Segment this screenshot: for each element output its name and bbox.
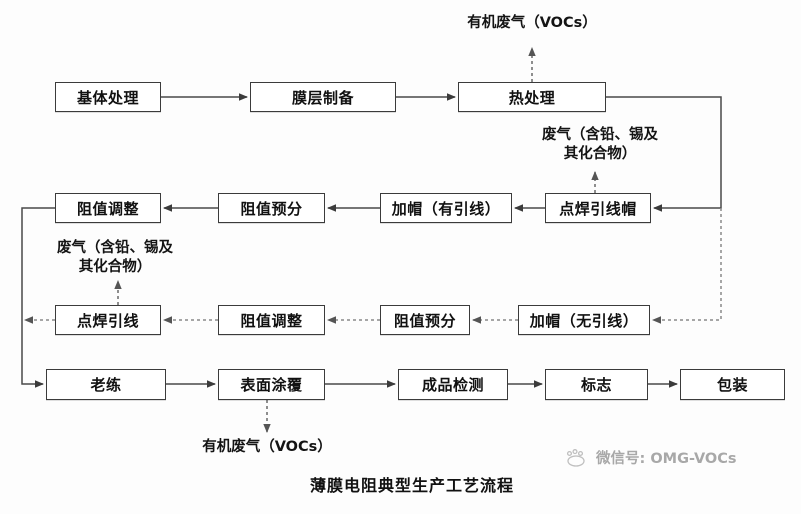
node-resistance-presort-1[interactable]: 阻值预分 (218, 193, 325, 223)
node-capping-leadless[interactable]: 加帽（无引线） (518, 305, 650, 335)
label-voc-from-coating: 有机废气（VOCs） (192, 438, 342, 457)
node-resistance-adjust-1[interactable]: 阻值调整 (55, 193, 161, 223)
wechat-cloud-icon (566, 448, 585, 467)
label-voc-heat-line-1: 有机废气（VOCs） (467, 15, 597, 31)
label-gas-from-heat-treatment: 废气（含铅、锡及 其化合物） (505, 126, 695, 164)
label-gas-from-spot-weld: 废气（含铅、锡及 其化合物） (20, 239, 210, 277)
node-film-preparation[interactable]: 膜层制备 (250, 82, 396, 112)
node-spot-weld-lead[interactable]: 点焊引线 (55, 305, 161, 335)
edge-resadjust1-to-aging (21, 207, 55, 388)
node-final-inspection[interactable]: 成品检测 (398, 369, 508, 400)
diagram-caption: 薄膜电阻典型生产工艺流程 (310, 476, 515, 495)
node-spot-weld-lead-cap[interactable]: 点焊引线帽 (545, 193, 651, 223)
watermark-text: 微信号: OMG-VOCs (596, 451, 737, 467)
edge-bus-to-capleadless (652, 208, 722, 324)
node-packaging[interactable]: 包装 (680, 369, 785, 400)
node-marking[interactable]: 标志 (545, 369, 648, 400)
node-resistance-presort-2[interactable]: 阻值预分 (380, 305, 470, 335)
label-gas-weld-line-2: 其化合物） (78, 259, 152, 275)
label-gas-weld-line-1: 废气（含铅、锡及 (57, 240, 173, 256)
node-substrate-treatment[interactable]: 基体处理 (55, 82, 161, 112)
label-voc-from-heat-treatment: 有机废气（VOCs） (458, 14, 606, 33)
label-gas-heat-line-1: 废气（含铅、锡及 (542, 127, 658, 143)
node-aging[interactable]: 老练 (46, 369, 166, 400)
node-resistance-adjust-2[interactable]: 阻值调整 (218, 305, 325, 335)
watermark: 微信号: OMG-VOCs (565, 447, 737, 468)
label-gas-heat-line-2: 其化合物） (563, 146, 637, 162)
node-heat-treatment[interactable]: 热处理 (458, 82, 606, 112)
node-surface-coating[interactable]: 表面涂覆 (218, 369, 325, 400)
node-capping-leaded[interactable]: 加帽（有引线） (380, 193, 512, 223)
label-voc-coating-line-1: 有机废气（VOCs） (202, 439, 332, 455)
